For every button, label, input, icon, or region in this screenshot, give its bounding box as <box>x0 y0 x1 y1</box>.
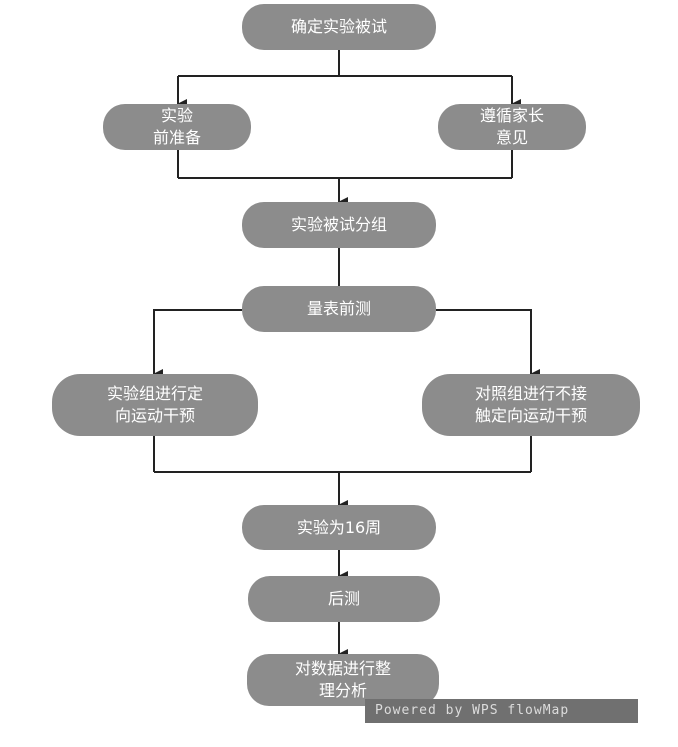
node-pretest: 量表前测 <box>242 286 436 332</box>
node-label-line2: 意见 <box>495 128 528 147</box>
node-experimental-group: 实验组进行定 向运动干预 <box>52 374 258 436</box>
arrow-to-exp-group <box>153 309 242 379</box>
node-confirm-subjects: 确定实验被试 <box>242 4 436 50</box>
node-label-line1: 实验组进行定 <box>106 384 203 403</box>
node-experiment-prep: 实验 前准备 <box>103 104 251 150</box>
node-data-analysis: 对数据进行整 理分析 <box>247 654 439 706</box>
node-subject-grouping: 实验被试分组 <box>242 202 436 248</box>
wps-flowmap-watermark: Powered by WPS flowMap <box>365 699 638 723</box>
node-label: 实验为16周 <box>296 517 382 537</box>
arrow-to-ctrl-group <box>436 309 540 379</box>
node-experiment-duration: 实验为16周 <box>242 505 436 550</box>
node-parent-consent: 遵循家长 意见 <box>438 104 586 150</box>
node-label-line1: 遵循家长 <box>479 106 544 125</box>
node-label: 后测 <box>327 589 360 608</box>
node-label: 确定实验被试 <box>290 17 387 36</box>
node-label-line1: 实验 <box>160 106 193 125</box>
node-label: 量表前测 <box>306 299 371 318</box>
node-label-line2: 向运动干预 <box>114 406 195 425</box>
node-control-group: 对照组进行不接 触定向运动干预 <box>422 374 640 436</box>
node-label-line2: 触定向运动干预 <box>474 406 587 425</box>
node-posttest: 后测 <box>248 576 440 622</box>
node-label: 实验被试分组 <box>290 215 387 234</box>
node-label-line2: 前准备 <box>152 128 201 147</box>
node-label-line1: 对数据进行整 <box>294 659 391 678</box>
node-label-line2: 理分析 <box>318 681 367 700</box>
node-label-line1: 对照组进行不接 <box>474 384 587 403</box>
